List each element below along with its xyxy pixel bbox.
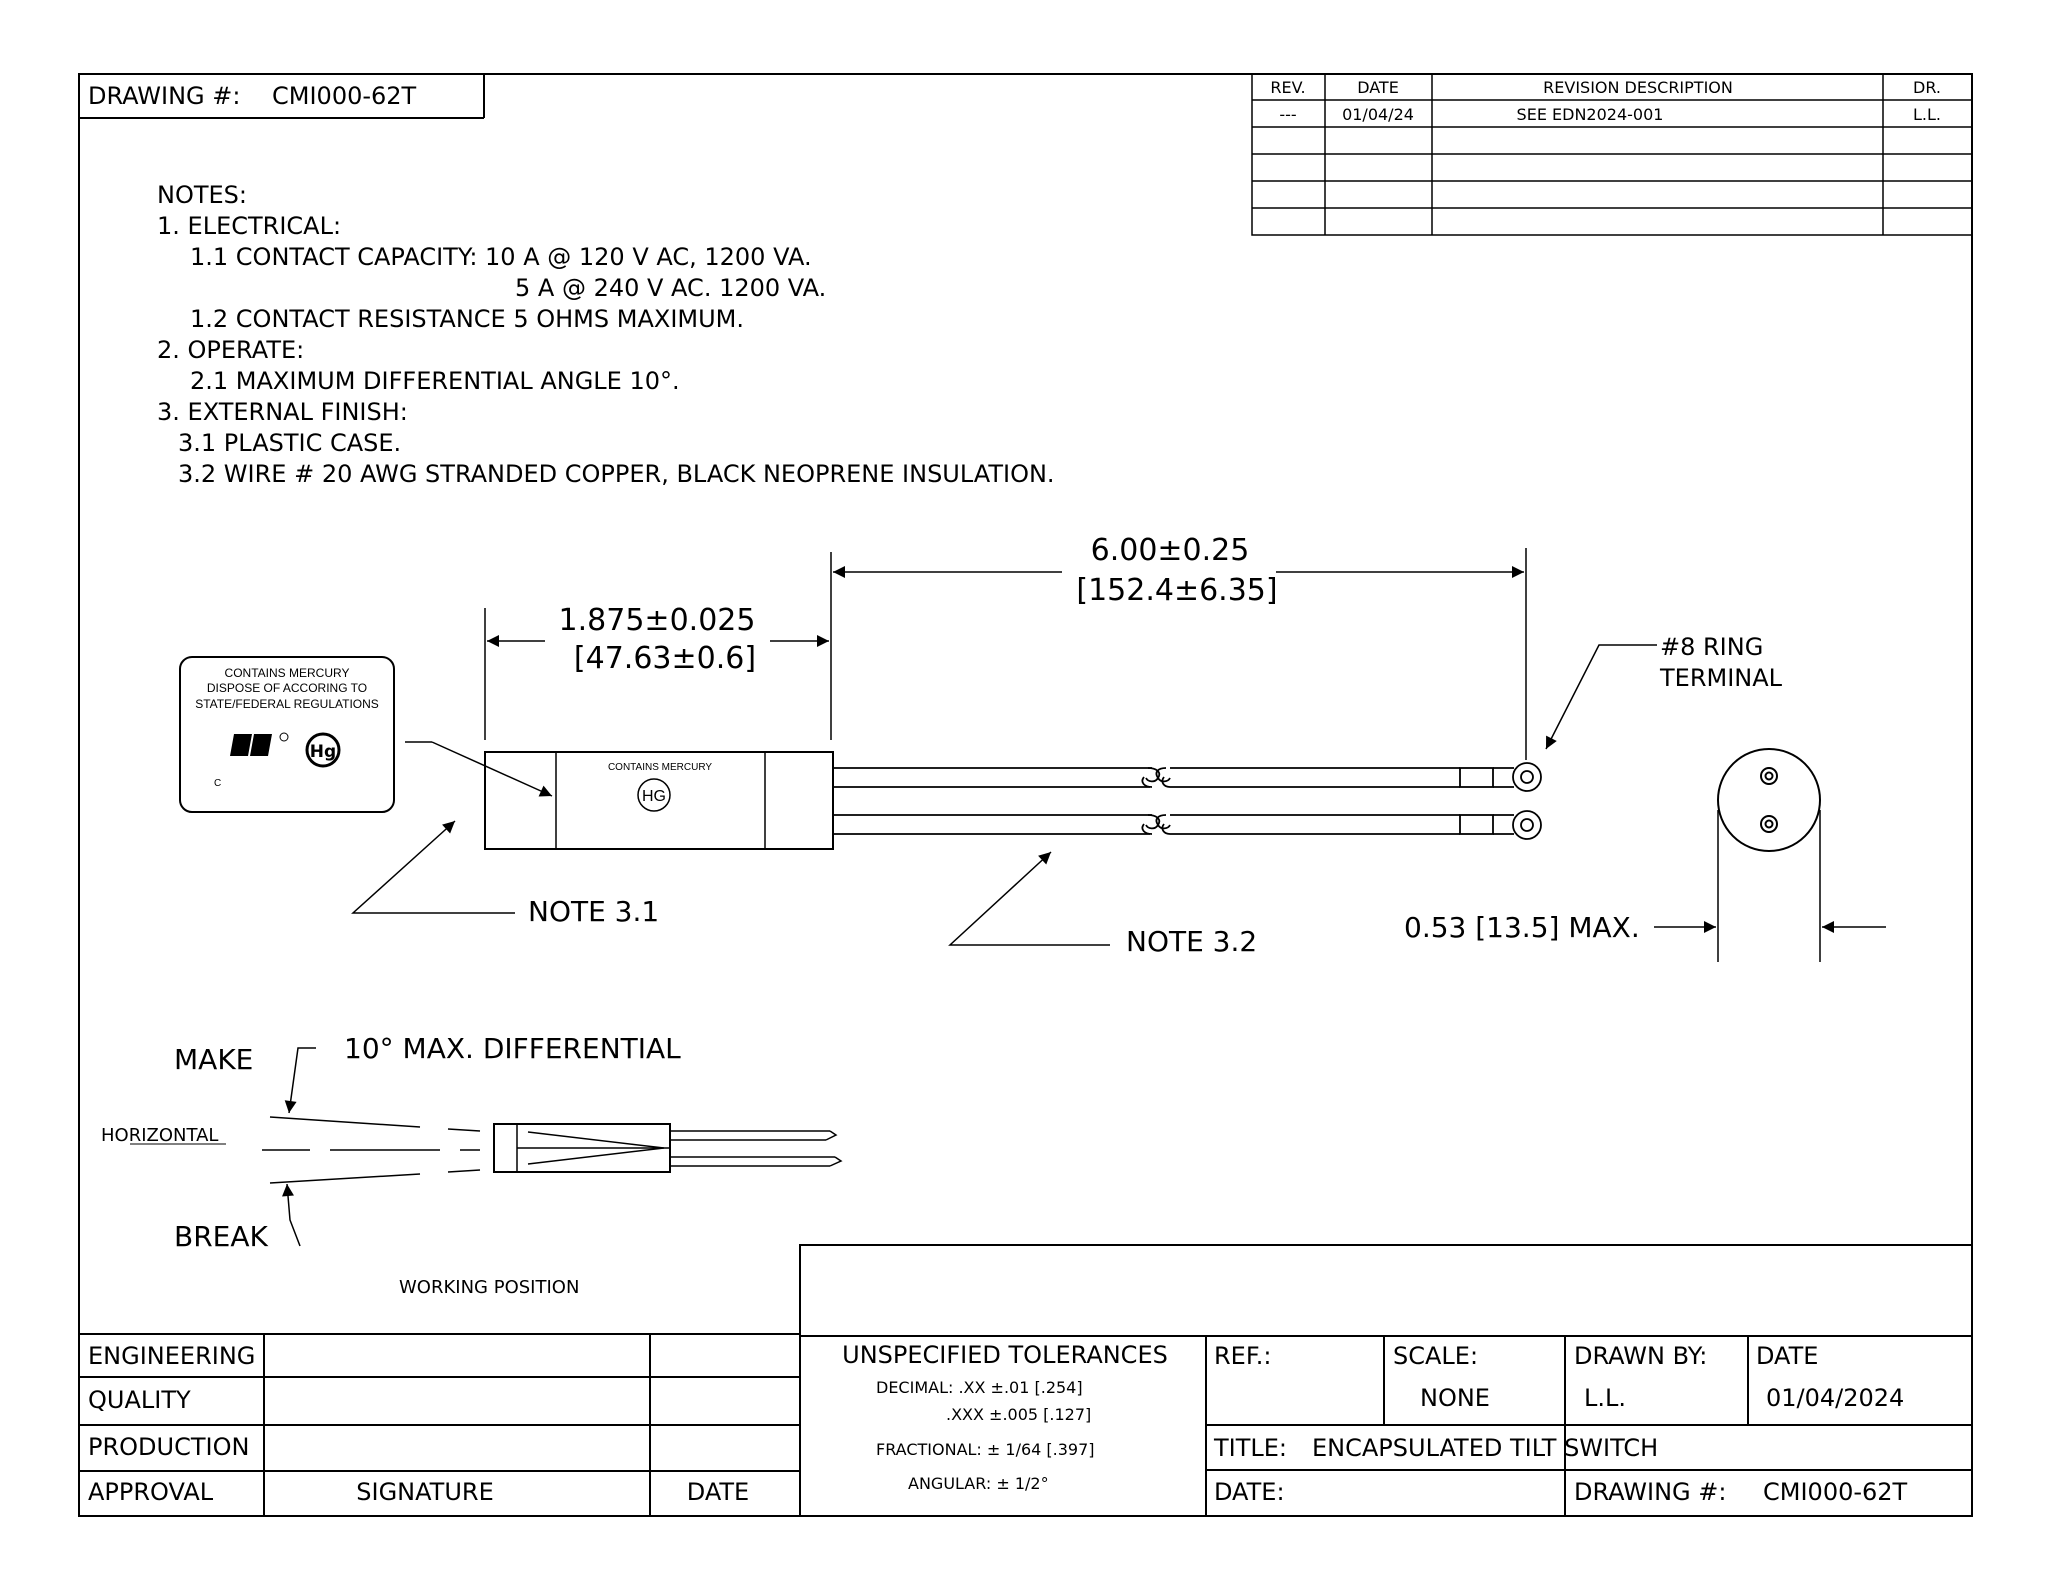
tolerance-decimal: DECIMAL: .XX ±.01 [.254] xyxy=(876,1378,1083,1397)
switch-body-hg: HG xyxy=(642,788,666,805)
working-position-caption: WORKING POSITION xyxy=(399,1277,579,1298)
note-32-label: NOTE 3.2 xyxy=(1126,925,1257,958)
revision-table xyxy=(1251,73,1973,236)
note-31-label: NOTE 3.1 xyxy=(528,895,659,928)
scale-value: NONE xyxy=(1420,1384,1490,1412)
break-label: BREAK xyxy=(174,1220,269,1253)
notes-title: NOTES: xyxy=(157,181,247,209)
bottom-date-label: DATE: xyxy=(1214,1478,1285,1506)
header-drawing-number: CMI000-62T xyxy=(272,82,417,110)
rev-header-rev: REV. xyxy=(1270,78,1305,97)
title-label: TITLE: xyxy=(1213,1434,1287,1462)
notes-block: NOTES: 1. ELECTRICAL: 1.1 CONTACT CAPACI… xyxy=(157,181,1055,488)
label-c-mark: C xyxy=(214,778,221,789)
bottom-drawing-label: DRAWING #: xyxy=(1574,1478,1726,1506)
note-line: 3. EXTERNAL FINISH: xyxy=(157,398,408,426)
note-line: 5 A @ 240 V AC. 1200 VA. xyxy=(515,274,826,302)
rev-header-description: REVISION DESCRIPTION xyxy=(1543,78,1733,97)
dimension-body-length xyxy=(484,552,832,740)
drawn-by-value: L.L. xyxy=(1584,1384,1626,1412)
note-32-leader xyxy=(948,851,1110,946)
switch-body: CONTAINS MERCURY HG xyxy=(484,751,834,850)
tolerance-angular: ANGULAR: ± 1/2° xyxy=(908,1474,1049,1493)
drawing-border xyxy=(78,73,1973,1517)
label-line-2: DISPOSE OF ACCORING TO xyxy=(207,681,367,695)
date-value: 01/04/2024 xyxy=(1766,1384,1904,1412)
rev-header-dr: DR. xyxy=(1913,78,1941,97)
svg-text:Hg: Hg xyxy=(310,742,336,762)
label-line-1: CONTAINS MERCURY xyxy=(225,666,350,680)
note-line: 3.2 WIRE # 20 AWG STRANDED COPPER, BLACK… xyxy=(178,460,1055,488)
tolerances-title: UNSPECIFIED TOLERANCES xyxy=(842,1341,1168,1369)
switch-body-label: CONTAINS MERCURY xyxy=(608,762,712,773)
header-drawing-label: DRAWING #: xyxy=(88,82,240,110)
ur-mark-icon xyxy=(230,732,289,756)
ring-terminal-leader xyxy=(1545,644,1657,750)
rev-row-rev: --- xyxy=(1279,105,1296,124)
tolerance-decimal-3: .XXX ±.005 [.127] xyxy=(946,1405,1091,1424)
header-drawing-number-box: DRAWING #: CMI000-62T xyxy=(79,74,485,119)
label-leader-arrow xyxy=(431,741,553,797)
note-line: 1.2 CONTACT RESISTANCE 5 OHMS MAXIMUM. xyxy=(190,305,744,333)
note-31-leader xyxy=(351,820,515,914)
dim-lead-length: 6.00±0.25 xyxy=(1091,533,1250,568)
mercury-label: CONTAINS MERCURY DISPOSE OF ACCORING TO … xyxy=(179,656,395,813)
drawn-by-label: DRAWN BY: xyxy=(1574,1342,1707,1370)
note-line: 2. OPERATE: xyxy=(157,336,304,364)
approval-row-engineering: ENGINEERING xyxy=(88,1342,255,1370)
dim-body-length-mm: [47.63±0.6] xyxy=(574,641,756,676)
ref-label: REF.: xyxy=(1214,1342,1272,1370)
hg-mark-icon: Hg xyxy=(305,732,341,768)
rev-row-date: 01/04/24 xyxy=(1342,105,1414,124)
dimension-lead-length xyxy=(833,548,1527,760)
approval-row-quality: QUALITY xyxy=(88,1386,191,1414)
tolerance-fractional: FRACTIONAL: ± 1/64 [.397] xyxy=(876,1440,1095,1459)
rev-row-dr: L.L. xyxy=(1913,105,1941,124)
note-line: 1.1 CONTACT CAPACITY: 10 A @ 120 V AC, 1… xyxy=(190,243,812,271)
dim-lead-length-mm: [152.4±6.35] xyxy=(1076,573,1277,608)
approval-signature-header: SIGNATURE xyxy=(356,1478,493,1506)
date-label: DATE xyxy=(1756,1342,1818,1370)
scale-label: SCALE: xyxy=(1393,1342,1478,1370)
title-value: ENCAPSULATED TILT SWITCH xyxy=(1312,1434,1658,1462)
approval-row-approval: APPROVAL xyxy=(88,1478,214,1506)
approval-date-header: DATE xyxy=(687,1478,749,1506)
dim-diameter: 0.53 [13.5] MAX. xyxy=(1404,911,1640,944)
rev-row-description: SEE EDN2024-001 xyxy=(1517,105,1664,124)
rev-header-date: DATE xyxy=(1357,78,1399,97)
ring-terminal-label-1: #8 RING xyxy=(1660,633,1763,661)
break-leader xyxy=(282,1183,301,1247)
make-leader xyxy=(284,1047,316,1114)
end-view xyxy=(1654,748,1886,962)
bottom-drawing-value: CMI000-62T xyxy=(1763,1478,1908,1506)
note-line: 2.1 MAXIMUM DIFFERENTIAL ANGLE 10°. xyxy=(190,367,680,395)
label-line-3: STATE/FEDERAL REGULATIONS xyxy=(195,697,379,711)
ring-terminal-label-2: TERMINAL xyxy=(1659,664,1783,692)
title-block-lines xyxy=(79,1244,1973,1517)
approval-row-production: PRODUCTION xyxy=(88,1433,249,1461)
wire-leads xyxy=(833,762,1542,840)
differential-label: 10° MAX. DIFFERENTIAL xyxy=(344,1032,681,1065)
note-line: 3.1 PLASTIC CASE. xyxy=(178,429,401,457)
make-label: MAKE xyxy=(174,1043,253,1076)
note-line: 1. ELECTRICAL: xyxy=(157,212,341,240)
dim-body-length: 1.875±0.025 xyxy=(559,603,756,638)
working-position-diagram: MAKE 10° MAX. DIFFERENTIAL HORIZONTAL BR… xyxy=(101,1032,843,1298)
horizontal-label: HORIZONTAL xyxy=(101,1125,218,1146)
